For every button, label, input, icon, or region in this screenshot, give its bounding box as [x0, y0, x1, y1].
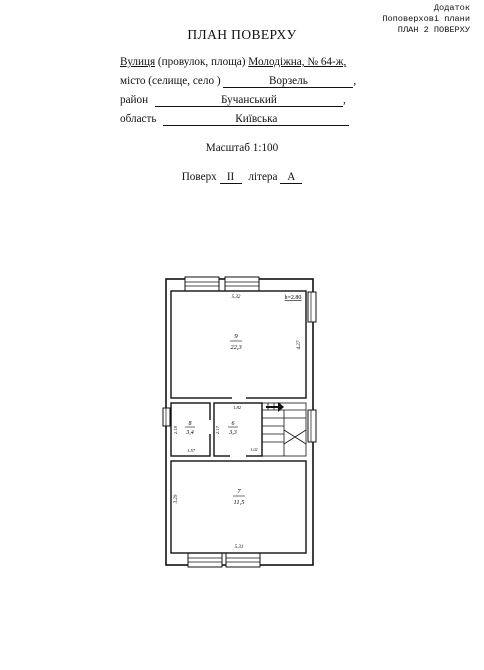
address-region-line: область Київська: [120, 113, 350, 126]
street-prefix: Вулиця: [120, 56, 156, 68]
address-district-line: район Бучанський,: [120, 94, 346, 107]
city-value: Ворзель: [223, 75, 354, 88]
city-prefix: місто: [120, 75, 146, 87]
room-7-area: 11,5: [234, 499, 246, 506]
room-8-number: 8: [189, 421, 192, 427]
door-openings: [208, 396, 246, 458]
room-7-number: 7: [237, 488, 241, 495]
right-windows: [307, 291, 317, 443]
room-9-number: 9: [234, 333, 238, 340]
ceiling-height: h=2.80: [285, 295, 302, 301]
dim-room6-width: 1.82: [233, 405, 242, 410]
appendix-plan-name: ПЛАН 2 ПОВЕРХУ: [397, 25, 470, 35]
dim-room8-depth: 2.18: [173, 425, 178, 434]
district-value: Бучанський: [154, 94, 343, 107]
dim-bottom-width: 5.31: [235, 545, 244, 550]
region-label: область: [120, 113, 157, 125]
city-types: (селище, село ): [148, 75, 221, 87]
bottom-windows: [187, 552, 261, 568]
letter-label: літера: [248, 171, 278, 183]
room-8-area: 3,4: [185, 429, 194, 436]
district-tail: ,: [342, 94, 346, 106]
page-title: ПЛАН ПОВЕРХУ: [187, 27, 297, 42]
dim-room8-width: 1.57: [187, 448, 196, 453]
letter-value: А: [280, 171, 303, 184]
dim-stair-small: 1.02: [251, 447, 258, 452]
room-6-area: 3,3: [228, 430, 237, 436]
region-value: Київська: [163, 113, 350, 126]
dim-top-width: 5.32: [232, 295, 241, 300]
staircase: [261, 402, 307, 457]
district-label: район: [120, 94, 149, 106]
dim-room7-depth: 3.29: [174, 494, 179, 503]
left-windows: [162, 407, 171, 427]
dim-room9-depth: 4.27: [297, 340, 302, 349]
address-street-line: Вулиця (провулок, площа) Молодіжна, № 64…: [120, 56, 346, 68]
appendix-subtitle: Поповерхові плани: [382, 14, 470, 24]
scale-label: Масштаб 1:100: [205, 142, 279, 154]
room-6-number: 6: [232, 421, 235, 427]
floor-value: II: [219, 171, 242, 184]
floor-line: Поверх II літера А: [0, 171, 484, 184]
room-7: [170, 460, 307, 554]
appendix-label: Додаток: [433, 3, 470, 13]
appendix-note: Додаток Поповерхові плани ПЛАН 2 ПОВЕРХУ: [382, 3, 470, 36]
street-types: (провулок, площа): [157, 56, 246, 68]
street-value: Молодіжна, № 64-ж,: [248, 56, 347, 68]
city-tail: ,: [353, 75, 357, 87]
top-windows: [184, 276, 260, 292]
address-city-line: місто (селище, село ) Ворзель,: [120, 75, 356, 88]
dim-room6-depth: 2.17: [215, 425, 220, 434]
room-9-area: 22,3: [230, 344, 242, 351]
floor-label: Поверх: [181, 171, 217, 183]
